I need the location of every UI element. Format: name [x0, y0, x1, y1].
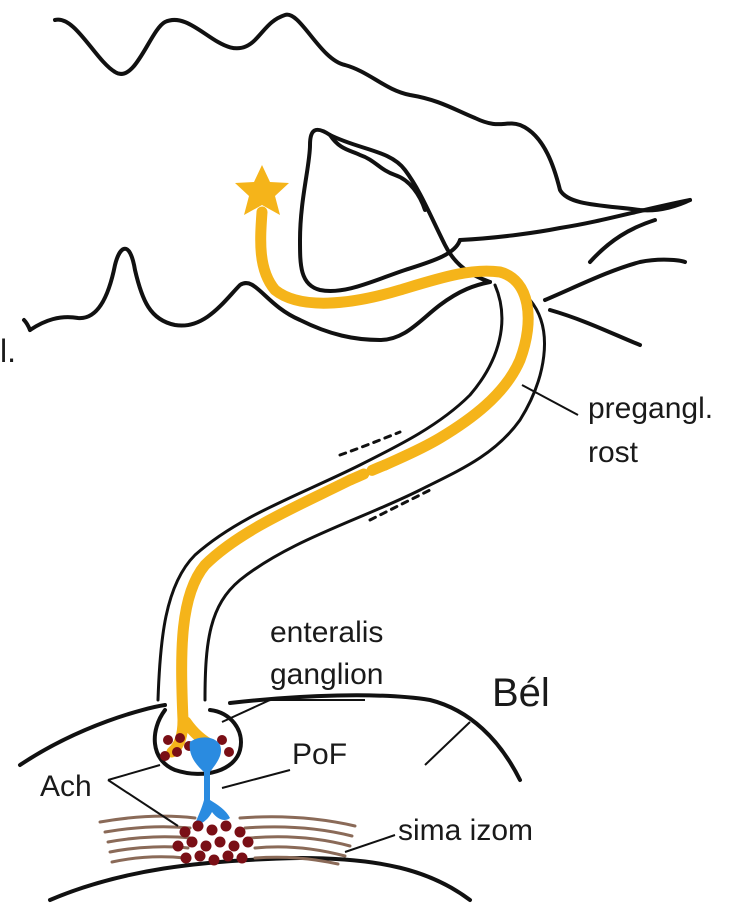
label-enteric-ganglion: enteralis — [270, 616, 383, 649]
cns-right-branch-lower — [550, 310, 640, 345]
nerve-break-top — [340, 432, 400, 455]
label-preganglionic-fiber-2: rost — [588, 436, 639, 469]
label-postganglionic-fiber: PoF — [292, 738, 347, 771]
cns-right-branch-tip — [590, 220, 655, 262]
gut-wall — [20, 695, 520, 900]
gut-wall-inner — [50, 858, 470, 900]
cns-right-branch-mid — [545, 260, 685, 300]
cns-left-edge — [24, 320, 30, 330]
label-enteric-ganglion-2: ganglion — [270, 658, 383, 691]
label-gut: Bél — [492, 671, 550, 715]
label-smooth-muscle: sima izom — [398, 814, 533, 847]
label-cut-left: l. — [0, 333, 16, 369]
leader-gut — [425, 722, 470, 765]
nerve-break-bottom — [370, 490, 430, 520]
cns-top-contour — [55, 15, 690, 211]
cns-notch — [330, 135, 425, 210]
postganglionic-neuron — [190, 737, 230, 824]
cns-inner-fold — [300, 130, 490, 291]
enteric-ganglion — [155, 710, 241, 824]
label-acetylcholine: Ach — [40, 770, 92, 803]
leader-pof — [222, 770, 290, 788]
leader-muscle — [345, 835, 395, 852]
label-preganglionic-fiber: pregangl. — [588, 392, 713, 425]
gut-wall-outer — [20, 695, 520, 780]
leader-ach-1 — [108, 765, 160, 780]
muscle-vesicles — [173, 821, 254, 866]
